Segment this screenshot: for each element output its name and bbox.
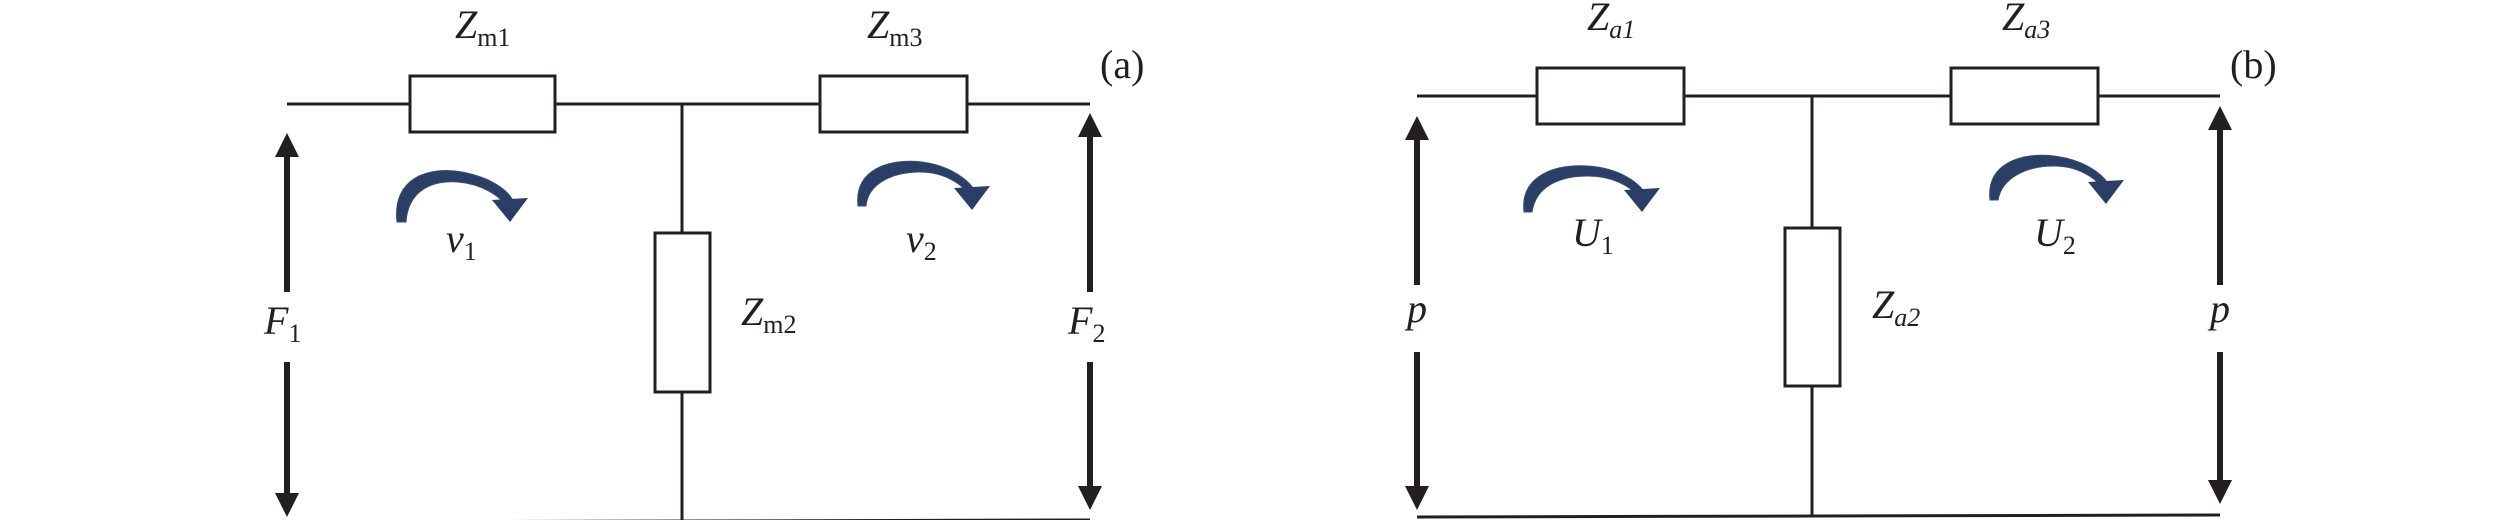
bottom-wire-b — [1416, 513, 2221, 519]
loop-arrow-a-2 — [857, 160, 990, 210]
impedance-zm2 — [653, 231, 712, 394]
label-zm1: Zm1 — [455, 2, 510, 52]
loop-arrow-a-1 — [396, 170, 528, 223]
impedance-za1 — [1535, 66, 1686, 126]
label-u1: U1 — [1572, 210, 1614, 260]
label-za1: Za1 — [1587, 0, 1635, 44]
label-f1: F1 — [263, 298, 301, 348]
label-u2: U2 — [2034, 210, 2076, 260]
label-v1: v1 — [446, 216, 477, 266]
panel-tag-b: (b) — [2230, 42, 2277, 87]
label-f2: F2 — [1067, 298, 1105, 348]
label-zm3: Zm3 — [867, 2, 922, 52]
label-za3: Za3 — [2002, 0, 2050, 44]
panel-tag-a: (a) — [1100, 42, 1144, 87]
impedance-za2 — [1783, 226, 1842, 388]
loop-arrow-b-2 — [1989, 154, 2124, 204]
impedance-zm3 — [818, 74, 969, 134]
label-za2: Za2 — [1872, 282, 1920, 332]
impedance-za3 — [1949, 66, 2100, 126]
label-p-left: p — [1404, 286, 1427, 331]
label-zm2: Zm2 — [741, 289, 796, 339]
panel-b: Za1 Za3 Za2 U1 U2 p p (b) — [1404, 0, 2277, 519]
loop-arrow-b-1 — [1523, 165, 1660, 213]
panel-a: Zm1 Zm3 Zm2 v1 v2 F1 F2 (a) — [263, 2, 1144, 520]
label-p-right: p — [2207, 286, 2230, 331]
impedance-zm1 — [408, 74, 557, 134]
label-v2: v2 — [906, 216, 937, 266]
